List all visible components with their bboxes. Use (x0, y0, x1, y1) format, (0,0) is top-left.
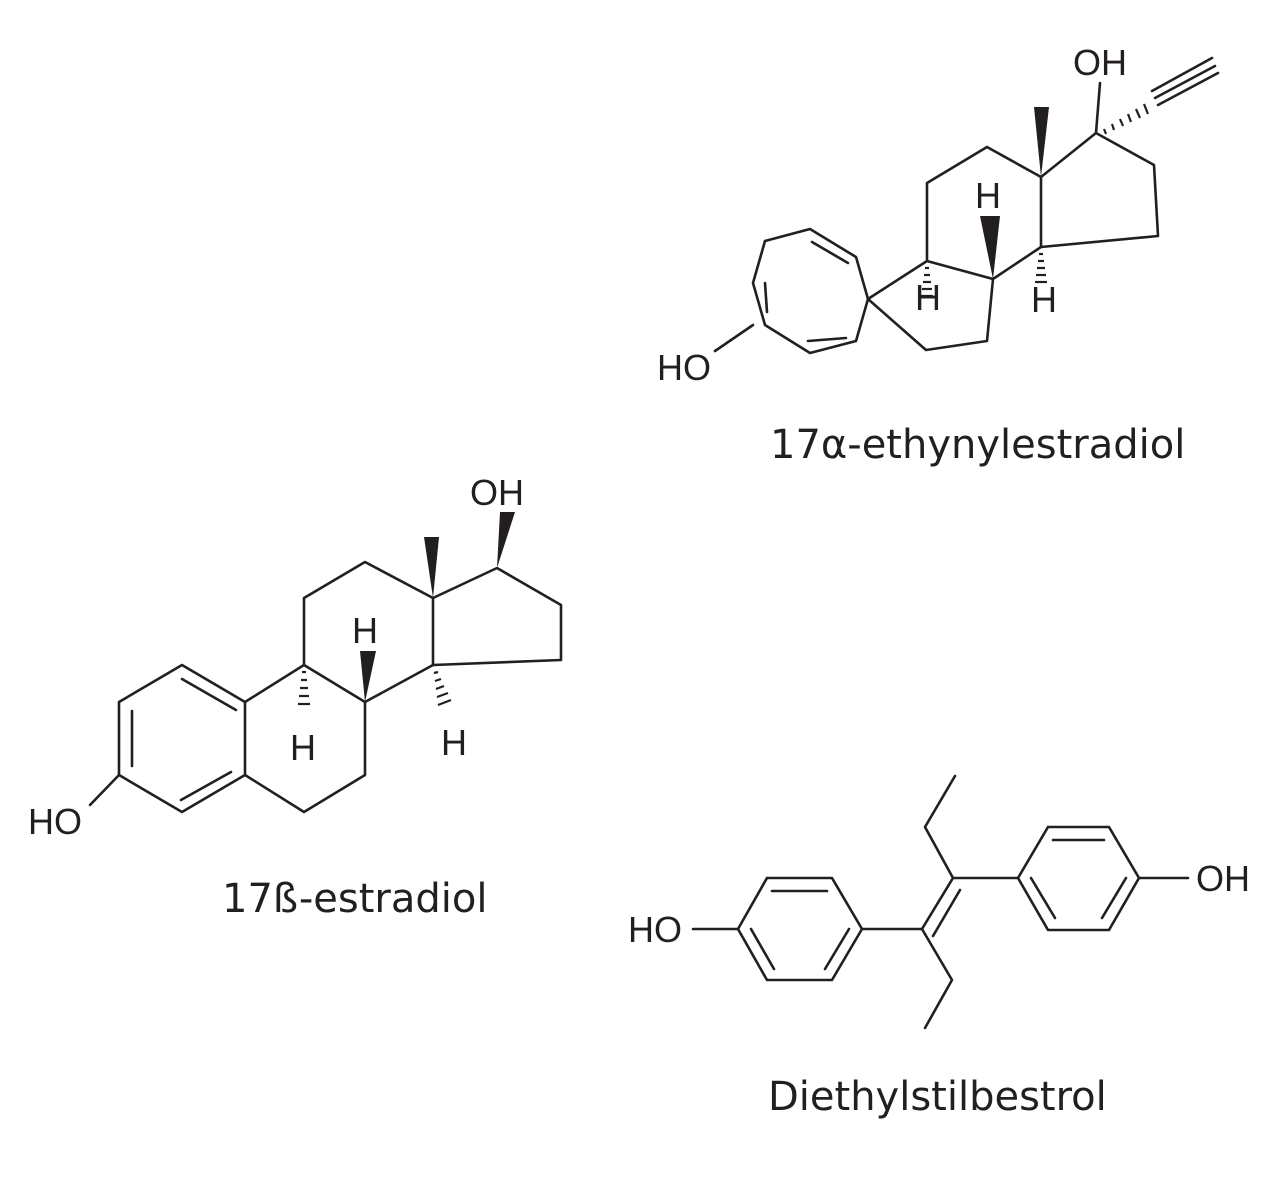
ethyl-groups (920, 774, 957, 1030)
atom-label-oh: OH (470, 472, 524, 513)
atom-label-h: H (352, 610, 378, 651)
methyl-wedge (1034, 107, 1049, 177)
h-c8-wedge (980, 216, 1000, 279)
skeleton-bonds (713, 131, 1160, 355)
oh-wedge (497, 512, 515, 568)
atom-label-ho: HO (657, 347, 711, 388)
left-phenol-ring (736, 876, 864, 982)
atom-label-h: H (441, 722, 467, 763)
molecule-estradiol: OH HO H H H 17ß-estradiol (28, 472, 563, 922)
atom-label-h: H (975, 175, 1001, 216)
h-c14-hash (1035, 252, 1047, 284)
atom-label-oh: OH (1196, 858, 1250, 899)
molecule-diethylstilbestrol: HO OH Diethylstilbestrol (628, 774, 1250, 1120)
atom-label-ho: HO (28, 801, 82, 842)
molecule-ethynylestradiol: OH HO H H H 17α-ethynylestradiol (657, 42, 1220, 468)
molecule-name: 17α-ethynylestradiol (770, 422, 1185, 468)
molecule-name: 17ß-estradiol (222, 876, 487, 922)
atom-label-h: H (290, 727, 316, 768)
skeleton-bonds (88, 560, 563, 814)
h-c14-hash (433, 670, 452, 707)
atom-label-ho: HO (628, 909, 682, 950)
h-c9-hash (298, 670, 310, 706)
oh-bond (1094, 81, 1102, 135)
molecule-name: Diethylstilbestrol (768, 1074, 1107, 1120)
ethynyl-hash (1102, 103, 1150, 135)
stilbene-core (860, 876, 1020, 938)
h-c8-wedge (360, 651, 376, 702)
atom-label-h: H (915, 277, 941, 318)
atom-label-h: H (1031, 279, 1057, 320)
h-c9-hash (921, 266, 933, 298)
ethynyl-triple-bond (1150, 56, 1220, 107)
atom-label-oh: OH (1073, 42, 1127, 83)
methyl-wedge (424, 537, 439, 598)
right-phenol-ring (1016, 825, 1141, 932)
